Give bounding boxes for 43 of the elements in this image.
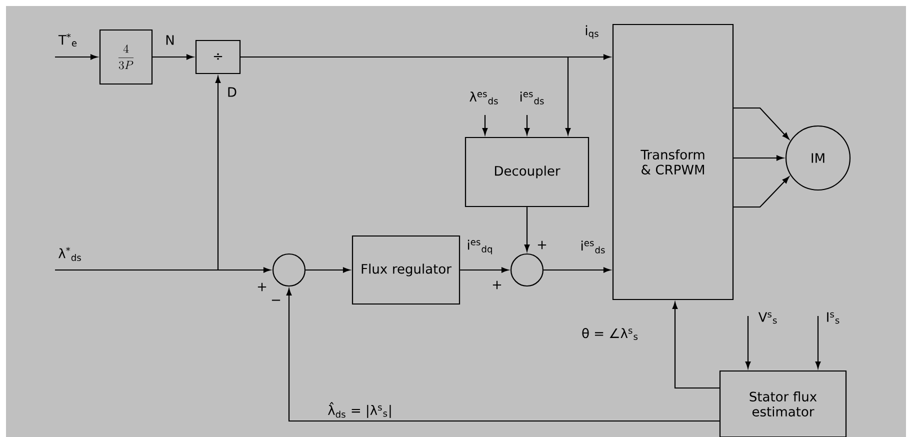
arrow [215, 76, 221, 270]
block-box: ÷ [195, 40, 241, 74]
arrow [286, 288, 720, 422]
arrow [482, 115, 488, 135]
signal-label: T$^{*}$e [58, 34, 77, 47]
sign-label: + [492, 280, 502, 290]
signal-label: λ$^{es}$ds [470, 92, 498, 104]
arrow [745, 316, 751, 368]
sign-label: + [258, 282, 266, 292]
arrow [524, 115, 530, 135]
signal-label: i$^{es}$ds [582, 240, 605, 254]
arrow [524, 207, 530, 252]
arrow [672, 302, 720, 389]
arrow [734, 155, 784, 161]
signal-label: i$^{es}$ds [520, 92, 544, 104]
arrow [460, 267, 508, 273]
sign-label: + [538, 240, 546, 250]
signal-label: i$^{es}$dq [468, 240, 492, 254]
summing-junction [272, 253, 306, 287]
signal-label: D [228, 87, 236, 97]
summing-junction [510, 253, 544, 287]
signal-label: V$^{s}$s [758, 312, 777, 324]
arrow [815, 316, 821, 368]
arrow [55, 267, 270, 273]
block-box: Decoupler [464, 136, 590, 208]
sign-label: − [272, 300, 280, 301]
arrow [152, 54, 194, 60]
arrow [306, 267, 350, 273]
signal-label: λ$^{*}$ds [58, 247, 81, 261]
block-box: $\frac{4}{3P}$ [99, 29, 153, 85]
arrow [734, 176, 790, 208]
signal-label: θ = ∠λ$^{s}$s [582, 328, 638, 340]
signal-label: i$_{qs}$ [586, 25, 598, 39]
block-box: Flux regulator [352, 235, 460, 305]
signal-label: λ̂$_{ds}$ = |λ$^{s}$$_{s}$| [328, 402, 391, 418]
arrow [734, 107, 790, 140]
block-box: Transform & CRPWM [612, 24, 734, 300]
arrow [544, 267, 610, 273]
block-box: Stator flux estimator [719, 370, 847, 437]
arrow [240, 56, 571, 135]
signal-label: N [166, 35, 174, 45]
signal-label: I$^{s}$s [827, 312, 840, 324]
arrow [55, 54, 98, 60]
